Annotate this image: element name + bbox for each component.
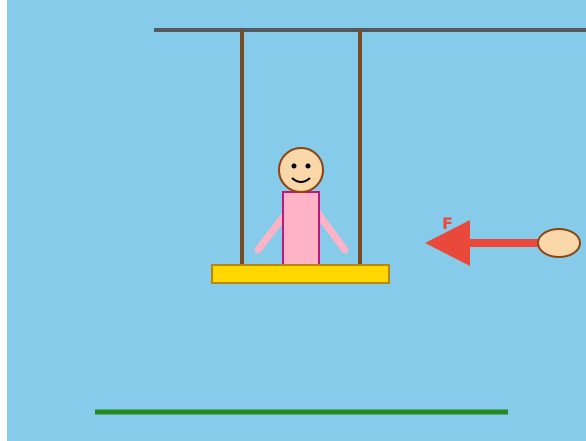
child-left-eye [292, 164, 297, 169]
child-right-eye [306, 164, 311, 169]
swing-seat [212, 265, 389, 283]
force-label: F [442, 214, 453, 233]
hand-icon [538, 229, 580, 257]
child-body [283, 192, 319, 266]
child-head [279, 148, 323, 192]
